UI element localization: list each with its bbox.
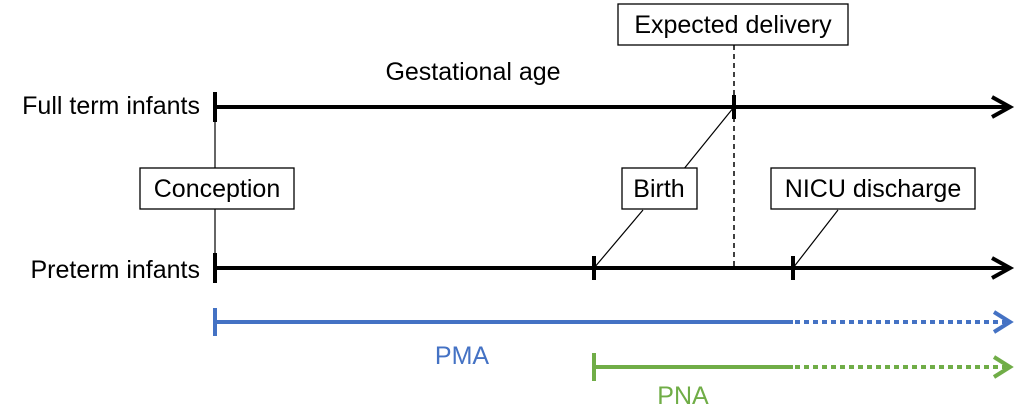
conception-label: Conception [154, 175, 280, 203]
nicu-discharge-leader-line [792, 209, 839, 269]
birth-box [621, 167, 698, 210]
expected-delivery-box [617, 3, 849, 46]
pna-label: PNA [657, 382, 709, 409]
pma-label: PMA [435, 342, 490, 370]
preterm-infants-label: Preterm infants [30, 256, 200, 284]
gestational-age-label: Gestational age [385, 58, 560, 86]
expected-delivery-label: Expected delivery [634, 11, 832, 39]
full-term-arrowhead [991, 95, 1015, 119]
birth-label: Birth [633, 175, 684, 203]
preterm-arrowhead [991, 256, 1015, 280]
nicu-discharge-box [770, 167, 976, 210]
pna-arrowhead [992, 355, 1014, 379]
nicu-discharge-label: NICU discharge [785, 175, 961, 203]
conception-box [139, 167, 295, 210]
pma-arrowhead [992, 310, 1014, 334]
birth-leader-line-1 [682, 106, 735, 171]
birth-leader-line-2 [593, 209, 644, 269]
full-term-infants-label: Full term infants [22, 92, 200, 120]
